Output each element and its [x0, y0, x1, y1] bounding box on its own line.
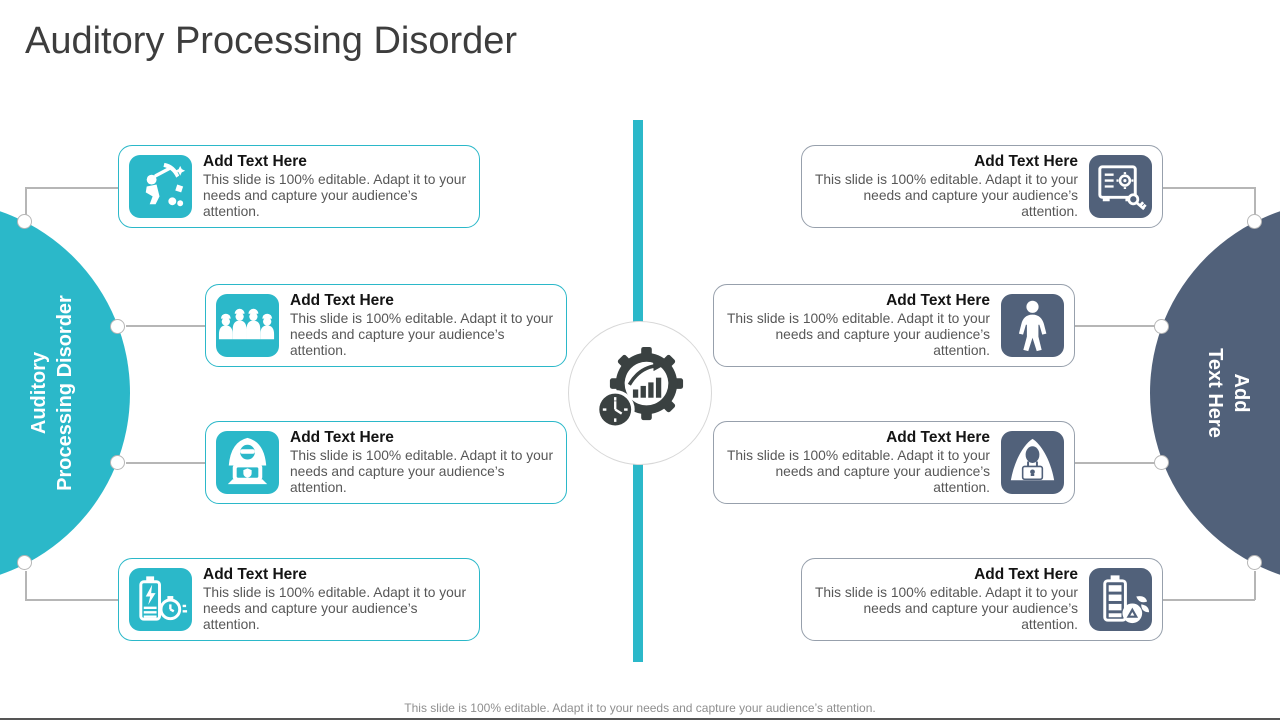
connector-dot	[17, 214, 32, 229]
card-text: Add Text Here This slide is 100% editabl…	[290, 429, 554, 496]
card-title: Add Text Here	[290, 292, 394, 309]
card-title: Add Text Here	[974, 153, 1078, 170]
connector-line	[1163, 187, 1255, 189]
connector-dot	[110, 455, 125, 470]
card-right-1[interactable]: Add Text Here This slide is 100% editabl…	[801, 145, 1163, 228]
footer-note: This slide is 100% editable. Adapt it to…	[404, 701, 876, 715]
connector-line	[25, 599, 118, 601]
left-circle-label-line2: Processing Disorder	[54, 295, 76, 491]
connector-dot	[1247, 214, 1262, 229]
card-title: Add Text Here	[886, 429, 990, 446]
card-body: This slide is 100% editable. Adapt it to…	[726, 448, 990, 495]
connector-line	[1163, 599, 1255, 601]
card-title: Add Text Here	[886, 292, 990, 309]
bottom-edge-bar	[0, 718, 1280, 720]
left-circle-label-line1: Auditory	[28, 351, 50, 435]
card-body: This slide is 100% editable. Adapt it to…	[814, 172, 1078, 219]
card-body: This slide is 100% editable. Adapt it to…	[290, 448, 554, 495]
connector-dot	[1247, 555, 1262, 570]
connector-line	[126, 325, 205, 327]
connector-dot	[1154, 319, 1169, 334]
card-text: Add Text Here This slide is 100% editabl…	[726, 292, 990, 359]
connector-line	[25, 187, 27, 217]
card-body: This slide is 100% editable. Adapt it to…	[203, 585, 467, 632]
card-text: Add Text Here This slide is 100% editabl…	[290, 292, 554, 359]
miner-icon	[129, 155, 192, 218]
card-body: This slide is 100% editable. Adapt it to…	[814, 585, 1078, 632]
card-text: Add Text Here This slide is 100% editabl…	[726, 429, 990, 496]
card-right-3[interactable]: Add Text Here This slide is 100% editabl…	[713, 421, 1075, 504]
card-body: This slide is 100% editable. Adapt it to…	[203, 172, 467, 219]
right-circle-label-line1: Add	[1230, 373, 1252, 413]
connector-dot	[17, 555, 32, 570]
card-left-3[interactable]: Add Text Here This slide is 100% editabl…	[205, 421, 567, 504]
card-title: Add Text Here	[974, 566, 1078, 583]
center-hub	[568, 321, 712, 465]
eco-battery-icon	[1089, 568, 1152, 631]
right-circle-label-line2: Text Here	[1204, 348, 1226, 438]
hacker-laptop-icon	[216, 431, 279, 494]
hacker-hoodie-icon	[1001, 431, 1064, 494]
card-body: This slide is 100% editable. Adapt it to…	[726, 311, 990, 358]
card-title: Add Text Here	[290, 429, 394, 446]
connector-line	[126, 462, 205, 464]
gear-growth-clock-icon	[595, 346, 684, 429]
slide-title[interactable]: Auditory Processing Disorder	[25, 20, 518, 62]
connector-dot	[1154, 455, 1169, 470]
connector-line	[25, 187, 118, 189]
left-circle-label[interactable]: Auditory Processing Disorder	[20, 243, 84, 543]
right-circle-label[interactable]: Add Text Here	[1196, 243, 1260, 543]
connector-line	[1254, 187, 1256, 217]
construction-team-icon	[216, 294, 279, 357]
connector-line	[25, 571, 27, 600]
card-text: Add Text Here This slide is 100% editabl…	[814, 566, 1078, 633]
connector-line	[1075, 325, 1155, 327]
card-left-1[interactable]: Add Text Here This slide is 100% editabl…	[118, 145, 480, 228]
card-left-4[interactable]: Add Text Here This slide is 100% editabl…	[118, 558, 480, 641]
card-right-2[interactable]: Add Text Here This slide is 100% editabl…	[713, 284, 1075, 367]
card-left-2[interactable]: Add Text Here This slide is 100% editabl…	[205, 284, 567, 367]
card-title: Add Text Here	[203, 566, 307, 583]
connector-dot	[110, 319, 125, 334]
card-right-4[interactable]: Add Text Here This slide is 100% editabl…	[801, 558, 1163, 641]
card-text: Add Text Here This slide is 100% editabl…	[814, 153, 1078, 220]
battery-charging-stopwatch-icon	[129, 568, 192, 631]
card-body: This slide is 100% editable. Adapt it to…	[290, 311, 554, 358]
card-text: Add Text Here This slide is 100% editabl…	[203, 566, 467, 633]
card-title: Add Text Here	[203, 153, 307, 170]
connector-line	[1075, 462, 1155, 464]
card-text: Add Text Here This slide is 100% editabl…	[203, 153, 467, 220]
safe-key-icon	[1089, 155, 1152, 218]
person-icon	[1001, 294, 1064, 357]
connector-line	[1254, 571, 1256, 600]
